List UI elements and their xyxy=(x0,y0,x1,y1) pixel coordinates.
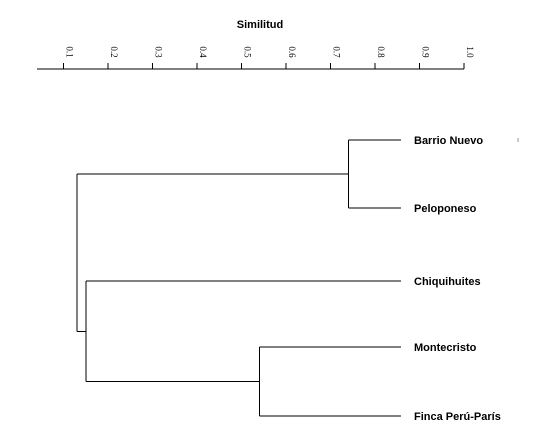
tick-label: 1.0 xyxy=(465,46,475,58)
leaf-label: Montecristo xyxy=(414,342,477,354)
tick-label: 0.9 xyxy=(421,46,431,58)
tick-label: 0.8 xyxy=(376,46,386,58)
leaf-label: Finca Perú-París xyxy=(414,411,501,423)
dendrogram-tree xyxy=(76,139,401,417)
tick-label: 0.3 xyxy=(154,46,164,58)
leaf-label: Chiquihuites xyxy=(414,276,481,288)
leaf-label: Peloponeso xyxy=(414,203,477,215)
tick-label: 0.4 xyxy=(198,46,208,58)
tick-label: 0.7 xyxy=(332,46,342,58)
tick-label: 0.5 xyxy=(243,46,253,58)
tick-label: 0.6 xyxy=(287,46,297,58)
tick-label: 0.2 xyxy=(109,46,119,57)
leaf-labels: Barrio NuevoPeloponesoChiquihuitesMontec… xyxy=(414,135,501,423)
tick-label: 0.1 xyxy=(65,46,75,57)
leaf-label: Barrio Nuevo xyxy=(414,135,483,147)
axis-title: Similitud xyxy=(237,19,283,31)
similarity-axis: 0.1 0.2 0.3 0.4 0.5 0.6 0.7 0.8 0.9 1.0 xyxy=(37,46,475,70)
